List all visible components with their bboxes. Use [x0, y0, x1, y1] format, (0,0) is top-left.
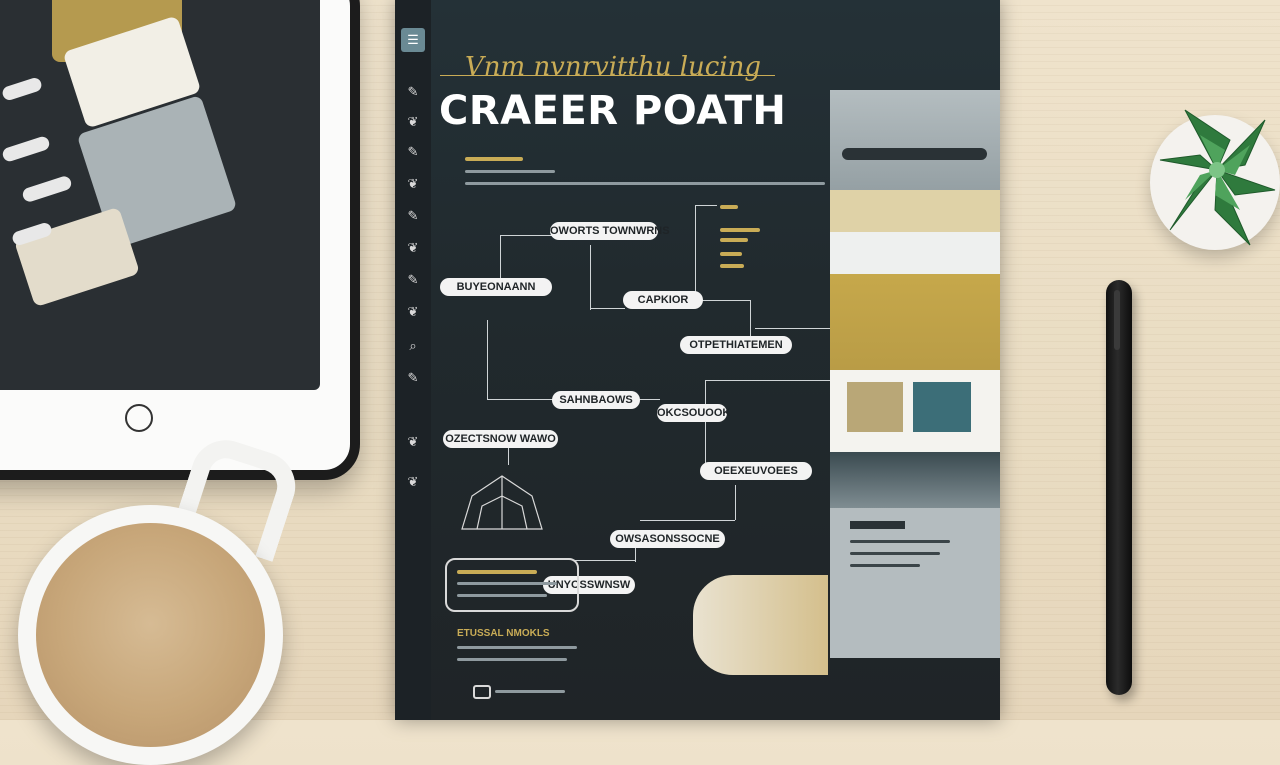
- pen: [1106, 280, 1132, 695]
- panel-line: [850, 564, 920, 567]
- tablet-node: [1, 134, 51, 164]
- career-node[interactable]: OZECTSNOW WAWO: [443, 430, 558, 448]
- footer-line: [457, 658, 567, 661]
- connector: [590, 308, 625, 309]
- panel-label: [850, 521, 905, 529]
- poster-title: CRAEER POATH: [439, 88, 787, 134]
- panel-line: [850, 552, 940, 555]
- pencil-icon[interactable]: ✎: [407, 84, 419, 99]
- career-node[interactable]: UNYOSSWNSW: [543, 576, 635, 594]
- connector: [640, 520, 735, 521]
- pencil-icon[interactable]: ✎: [407, 144, 419, 159]
- career-path-poster: ☰ ✎ ❦ ✎ ❦ ✎ ❦ ✎ ❦ ⌕ ✎ ❦ ❦ Vnm nvnrvitthu…: [395, 0, 1000, 720]
- search-icon[interactable]: ⌕: [409, 338, 417, 353]
- coffee-mug: [18, 505, 283, 765]
- pen-clip: [1114, 290, 1120, 350]
- illustration-card: [693, 575, 828, 675]
- tablet-screen: [0, 0, 320, 390]
- connector: [500, 235, 555, 236]
- menu-icon[interactable]: ☰: [401, 28, 425, 52]
- node-note: [720, 238, 748, 242]
- tablet-card-sketch: [13, 206, 141, 308]
- connector: [635, 399, 660, 400]
- stack-line: [457, 582, 557, 585]
- node-note: [720, 205, 738, 209]
- connector: [635, 540, 636, 562]
- home-button[interactable]: [125, 404, 153, 432]
- pencil-icon[interactable]: ✎: [407, 272, 419, 287]
- career-node[interactable]: OWSASONSSOCNE: [610, 530, 725, 548]
- info-panel-cream: [830, 190, 1000, 232]
- career-node[interactable]: SAHNBAOWS: [552, 391, 640, 409]
- career-node[interactable]: OWORTS TOWNWRNS: [550, 222, 670, 240]
- stack-line: [457, 570, 537, 574]
- leaf-icon[interactable]: ❦: [407, 474, 419, 489]
- subtitle-line: [465, 170, 555, 173]
- footer-heading: ETUSSAL NMOKLS: [457, 628, 550, 639]
- tablet-node: [21, 174, 73, 204]
- card-stack: [445, 558, 579, 612]
- stack-line: [457, 594, 547, 597]
- connector: [695, 205, 696, 300]
- career-node[interactable]: OKCSOUOOK: [657, 404, 730, 422]
- connector: [500, 235, 501, 285]
- tablet-device: [0, 0, 360, 480]
- career-node[interactable]: CAPKIOR: [623, 291, 703, 309]
- building-sketch: [461, 475, 543, 530]
- pencil-icon[interactable]: ✎: [407, 370, 419, 385]
- node-note: [720, 252, 742, 256]
- career-node[interactable]: OTPETHIATEMEN: [680, 336, 792, 354]
- connector: [590, 245, 591, 310]
- connector: [750, 300, 751, 342]
- node-note: [720, 228, 760, 232]
- footer-line: [457, 646, 577, 649]
- connector: [755, 328, 830, 329]
- tablet-node: [0, 76, 44, 102]
- footer-badge: [473, 685, 491, 699]
- info-panel-light: [830, 232, 1000, 274]
- leaf-icon[interactable]: ❦: [407, 304, 419, 319]
- connector: [700, 300, 750, 301]
- career-node[interactable]: BUYEONAANN: [440, 278, 552, 296]
- leaf-icon[interactable]: ❦: [407, 434, 419, 449]
- succulent-plant: [1159, 109, 1276, 246]
- panel-line: [850, 540, 950, 543]
- node-note: [720, 264, 744, 268]
- connector: [695, 205, 717, 206]
- info-panel-grey: [830, 508, 1000, 658]
- icon-rail: ☰ ✎ ❦ ✎ ❦ ✎ ❦ ✎ ❦ ⌕ ✎ ❦ ❦: [395, 0, 431, 720]
- subtitle-line: [465, 157, 523, 161]
- coffee: [36, 523, 265, 747]
- connector: [575, 560, 635, 561]
- subtitle-line: [465, 182, 825, 185]
- connector: [705, 380, 706, 470]
- script-heading: Vnm nvnrvitthu lucing: [465, 52, 762, 82]
- career-node[interactable]: OEEXEUVOEES: [700, 462, 812, 480]
- leaf-icon[interactable]: ❦: [407, 176, 419, 191]
- leaf-icon[interactable]: ❦: [407, 240, 419, 255]
- info-panel-top: [830, 90, 1000, 190]
- info-panel-dark: [830, 452, 1000, 508]
- footer-line: [495, 690, 565, 693]
- heading-rule: [440, 75, 775, 76]
- panel-image-1: [847, 382, 903, 432]
- panel-image-2: [913, 382, 971, 432]
- info-panel-gold: [830, 274, 1000, 370]
- connector: [487, 399, 557, 400]
- leaf-icon[interactable]: ❦: [407, 114, 419, 129]
- pencil-icon[interactable]: ✎: [407, 208, 419, 223]
- connector: [735, 485, 736, 520]
- connector: [705, 380, 830, 381]
- connector: [487, 320, 488, 400]
- panel-search-bar[interactable]: [842, 148, 987, 160]
- connector: [508, 445, 509, 465]
